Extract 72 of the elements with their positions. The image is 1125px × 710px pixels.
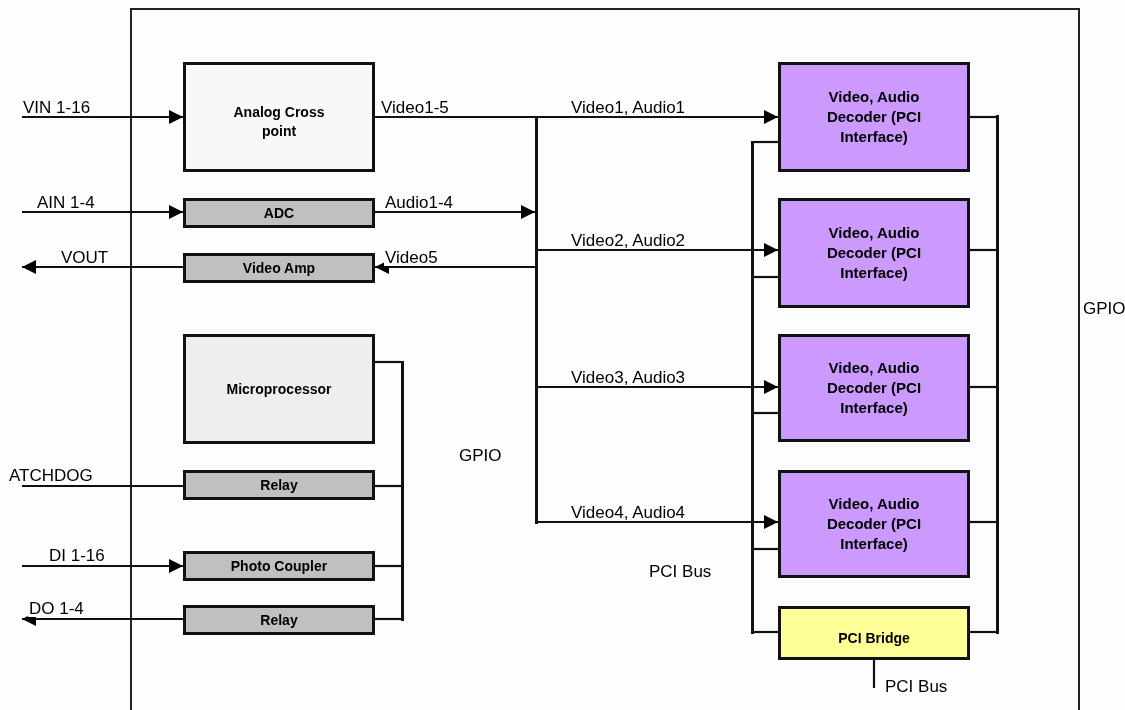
- signal-label: ATCHDOG: [8, 467, 94, 484]
- connector-line: [970, 630, 996, 634]
- arrow: [538, 380, 778, 394]
- decoder-box: [778, 470, 970, 578]
- box-label: Video, Audio Decoder (PCI Interface): [825, 357, 923, 419]
- connector-line: [970, 248, 996, 252]
- bus-bar: [535, 116, 538, 524]
- connector-line: [375, 115, 535, 119]
- box-label: Video, Audio Decoder (PCI Interface): [825, 222, 923, 284]
- module-box: [183, 551, 375, 581]
- connector-line: [872, 660, 876, 688]
- connector-line: [22, 484, 183, 488]
- box-label: PCI Bridge: [838, 628, 910, 648]
- box-label: Microprocessor: [226, 379, 332, 399]
- decoder-box: [778, 198, 970, 308]
- crosspoint-box: [183, 62, 375, 172]
- bus-name: GPIO: [1082, 300, 1125, 317]
- arrow: [538, 243, 778, 257]
- signal-label: DO 1-4: [28, 600, 85, 617]
- signal-label: Audio1-4: [384, 194, 455, 211]
- bus-bar: [996, 115, 999, 634]
- box-label: Video Amp: [242, 258, 316, 278]
- bus-bar: [751, 141, 754, 634]
- bus-bar: [401, 361, 404, 621]
- bus-name: PCI Bus: [648, 563, 713, 580]
- arrow: [375, 205, 535, 219]
- module-box: [183, 605, 375, 635]
- box-label: ADC: [263, 203, 295, 223]
- module-box: [183, 470, 375, 500]
- signal-label: Video4, Audio4: [570, 504, 687, 521]
- arrow: [538, 110, 778, 124]
- decoder-box: [778, 334, 970, 442]
- arrow: [22, 260, 183, 274]
- module-box: [183, 253, 375, 283]
- processor-box: [183, 334, 375, 444]
- arrow: [538, 515, 778, 529]
- box-label: Photo Coupler: [230, 556, 328, 576]
- connector-line: [754, 630, 778, 634]
- connector-line: [375, 484, 401, 488]
- box-label: Analog Cross point: [232, 103, 326, 141]
- arrow: [22, 559, 183, 573]
- box-label: Video, Audio Decoder (PCI Interface): [825, 493, 923, 555]
- connector-line: [375, 617, 401, 621]
- bus-name: GPIO: [458, 447, 503, 464]
- connector-line: [970, 115, 996, 119]
- signal-label: PCI Bus: [884, 678, 949, 695]
- connector-line: [375, 564, 401, 568]
- connector-line: [754, 547, 778, 551]
- signal-label: Video1-5: [380, 99, 450, 116]
- connector-line: [754, 140, 778, 144]
- signal-label: VOUT: [60, 249, 110, 266]
- box-label: Relay: [260, 610, 298, 630]
- signal-label: Video2, Audio2: [570, 232, 687, 249]
- decoder-box: [778, 62, 970, 172]
- box-label: Relay: [260, 475, 298, 495]
- connector-line: [754, 275, 778, 279]
- connector-line: [375, 360, 401, 364]
- signal-label: DI 1-16: [48, 547, 106, 564]
- arrow: [22, 110, 183, 124]
- signal-label: Video1, Audio1: [570, 99, 687, 116]
- signal-label: AIN 1-4: [36, 194, 96, 211]
- module-box: [183, 198, 375, 228]
- signal-label: Video3, Audio3: [570, 369, 687, 386]
- arrow: [375, 260, 535, 274]
- bridge-box: [778, 606, 970, 660]
- signal-label: Video5: [384, 249, 439, 266]
- connector-line: [754, 411, 778, 415]
- connector-line: [970, 385, 996, 389]
- signal-label: VIN 1-16: [22, 99, 92, 116]
- arrow: [22, 205, 183, 219]
- connector-line: [970, 520, 996, 524]
- box-label: Video, Audio Decoder (PCI Interface): [825, 86, 923, 148]
